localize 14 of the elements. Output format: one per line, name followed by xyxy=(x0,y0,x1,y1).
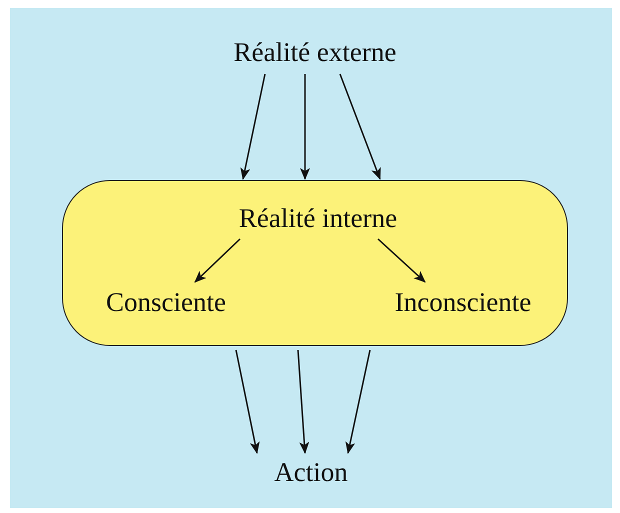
node-label: Réalité externe xyxy=(200,34,430,70)
arrow xyxy=(194,238,241,283)
arrow xyxy=(300,74,310,180)
arrow xyxy=(345,350,371,454)
node-label: Consciente xyxy=(81,284,251,320)
arrow xyxy=(297,350,310,454)
node-label: Inconsciente xyxy=(368,284,558,320)
arrow xyxy=(240,74,266,180)
node-label: Action xyxy=(258,454,364,490)
node-label: Réalité interne xyxy=(208,200,428,236)
arrow xyxy=(378,238,426,283)
rounded-box xyxy=(62,180,568,346)
arrow xyxy=(339,74,381,180)
arrow xyxy=(235,350,260,454)
